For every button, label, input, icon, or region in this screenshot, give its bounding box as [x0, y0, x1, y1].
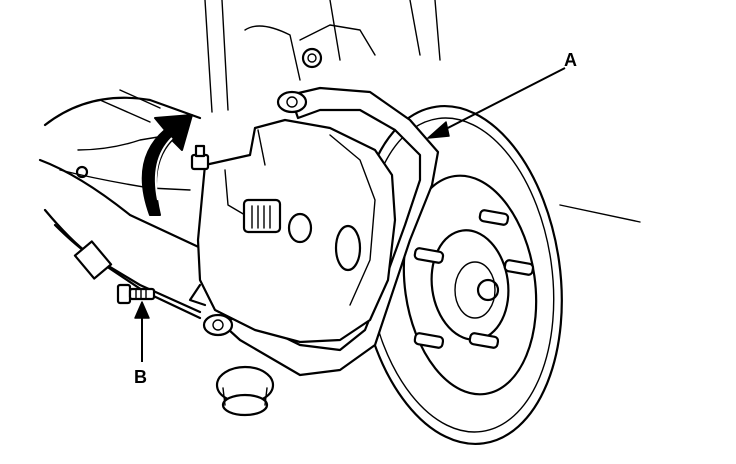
wheel-stud	[478, 209, 510, 226]
pointer-arrow-b-icon	[134, 301, 150, 362]
wheel-stud	[413, 247, 445, 264]
strut-outline	[204, 0, 441, 113]
mounting-bolt-b	[116, 283, 156, 305]
pointer-arrow-a-icon	[427, 67, 566, 139]
label-a: A	[564, 50, 577, 70]
curved-up-arrow-icon	[141, 114, 193, 216]
label-b: B	[134, 367, 147, 387]
wheel-stud	[413, 332, 445, 349]
wheel-stud	[503, 259, 535, 276]
wheel-stud	[468, 332, 500, 349]
axle-line	[559, 204, 641, 223]
tie-rod-end	[215, 365, 275, 417]
wheel-studs	[413, 209, 535, 349]
brake-caliper	[188, 118, 397, 344]
